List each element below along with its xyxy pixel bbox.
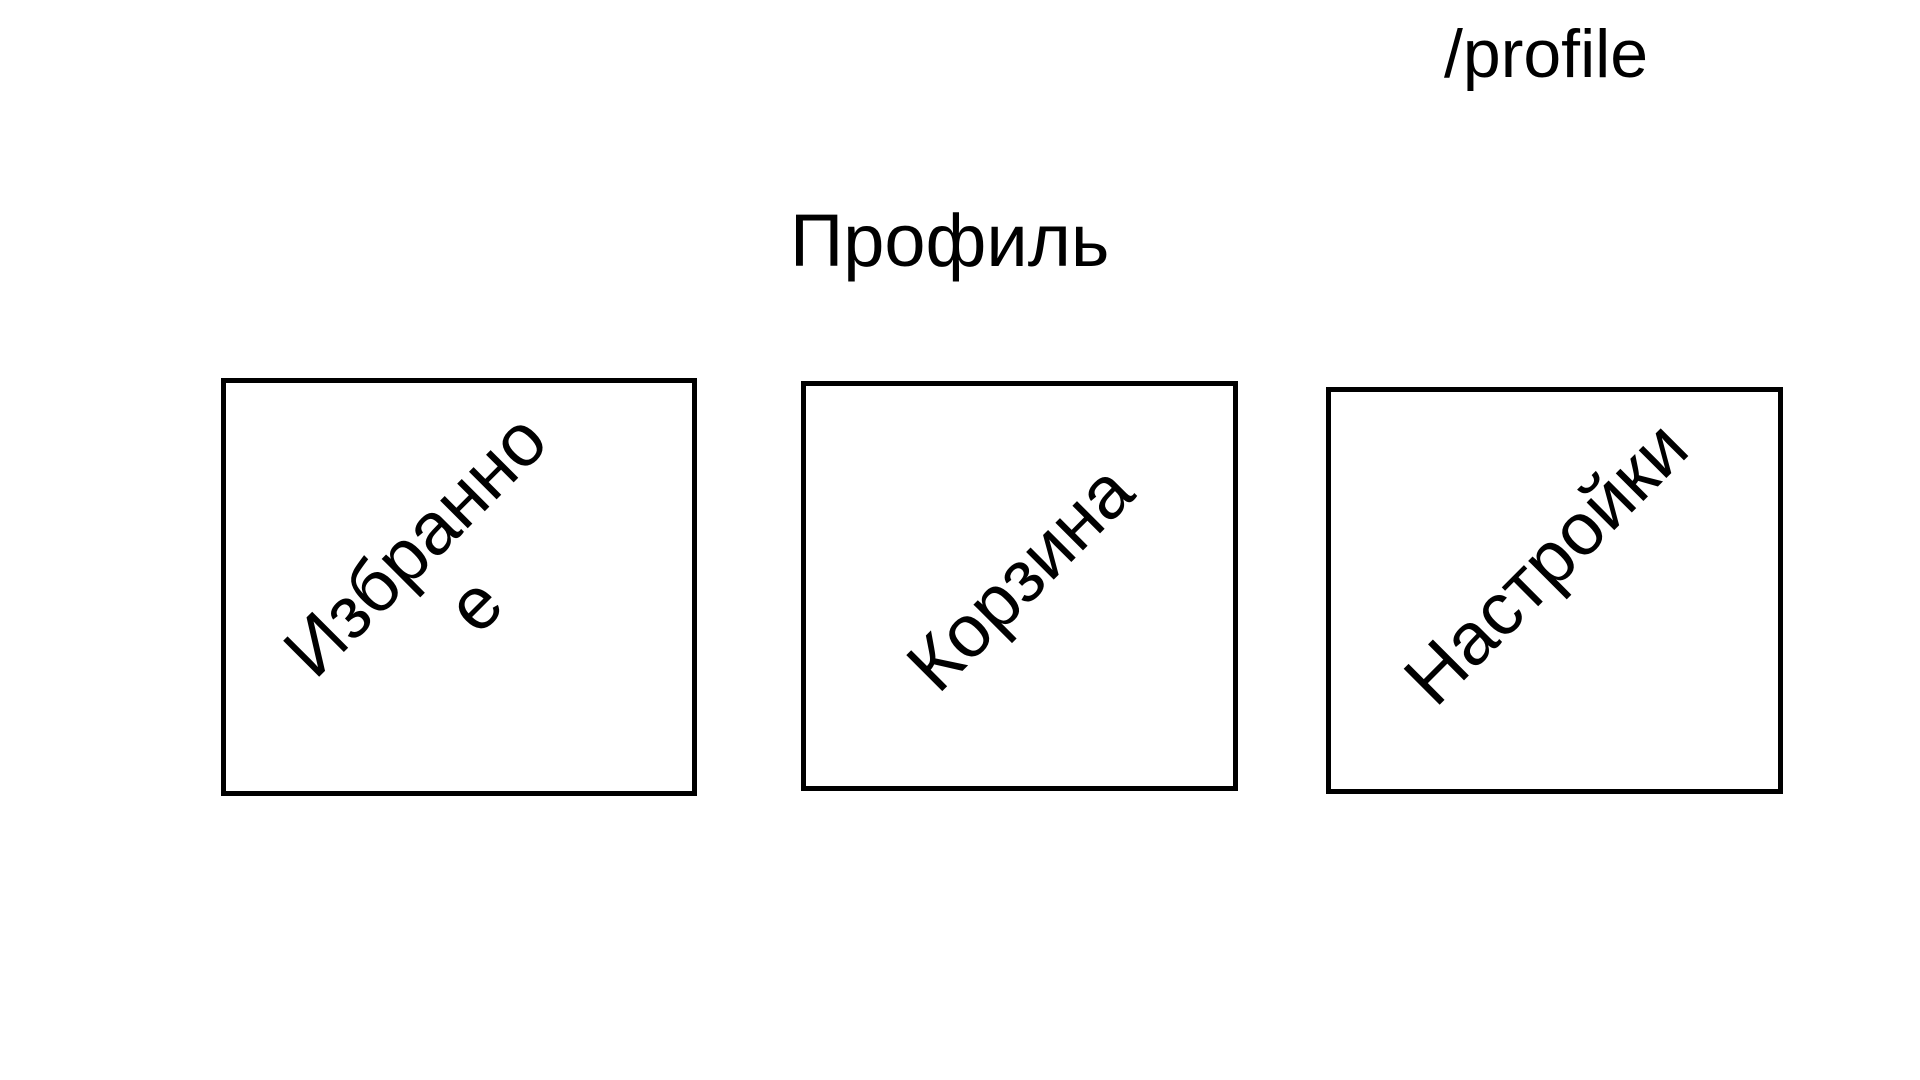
cart-card[interactable]: Корзина <box>801 381 1238 791</box>
route-path: /profile <box>1444 16 1649 92</box>
favorites-card[interactable]: Избранное <box>221 378 697 796</box>
page-title: Профиль <box>790 199 1110 282</box>
settings-card[interactable]: Настройки <box>1326 387 1783 794</box>
settings-card-label: Настройки <box>1387 404 1703 720</box>
favorites-card-label: Избранное <box>267 397 563 693</box>
cart-card-label: Корзина <box>890 448 1149 707</box>
